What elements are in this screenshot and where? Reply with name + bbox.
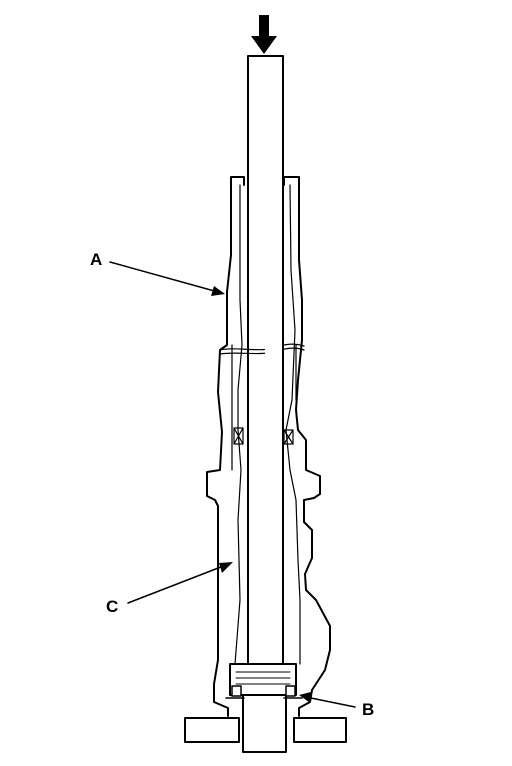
- callout-label-c: C: [106, 597, 119, 616]
- shaft: [247, 55, 284, 665]
- bearing-seal: [225, 663, 303, 699]
- callout-label-b: B: [362, 700, 375, 719]
- support-block-left: [184, 717, 240, 743]
- housing-band: [219, 343, 305, 355]
- leader-lines: [109, 261, 356, 708]
- housing-outline: [206, 176, 331, 717]
- support-block-right: [293, 717, 347, 743]
- needle-bearing: [233, 427, 294, 445]
- housing-inner-walls: [231, 184, 301, 665]
- down-arrow-icon: [251, 15, 277, 54]
- shaft-lower: [242, 694, 287, 753]
- callout-label-a: A: [90, 250, 103, 269]
